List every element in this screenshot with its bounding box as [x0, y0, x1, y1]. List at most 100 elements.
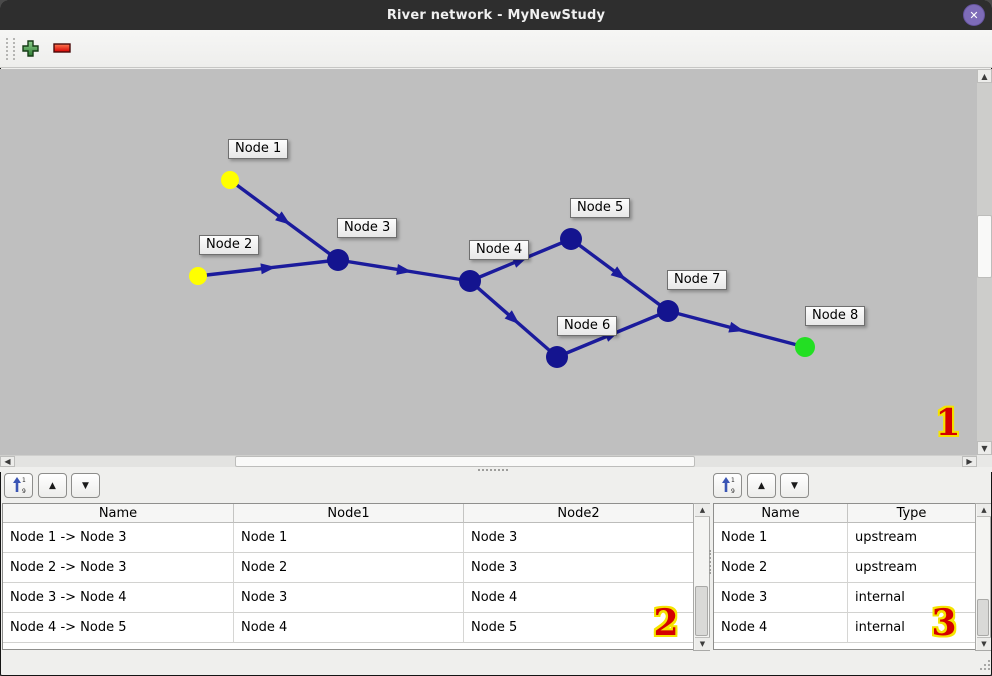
- edges-cell[interactable]: Node 2 -> Node 3: [3, 553, 234, 583]
- svg-text:1: 1: [731, 477, 735, 484]
- network-graph: [189, 171, 815, 368]
- svg-text:9: 9: [22, 488, 26, 494]
- edges-cell[interactable]: Node 1: [234, 523, 464, 553]
- vertical-splitter[interactable]: [709, 550, 711, 574]
- node-label-node8: Node 8: [805, 306, 866, 326]
- nodes-cell[interactable]: Node 2: [714, 553, 848, 583]
- node-label-node6: Node 6: [557, 316, 618, 336]
- node-node7[interactable]: [657, 300, 679, 322]
- edges-scroll-thumb[interactable]: [695, 586, 708, 636]
- add-node-button[interactable]: [17, 35, 43, 61]
- down-arrow-icon: ▼: [82, 480, 89, 491]
- nodes-cell[interactable]: internal: [848, 583, 975, 613]
- edges-move-up-button[interactable]: ▲: [38, 473, 67, 498]
- annotation-marker-2: 2: [653, 602, 679, 644]
- scroll-up-icon[interactable]: ▲: [695, 504, 710, 517]
- flow-arrow-icon: [396, 263, 412, 275]
- edges-header-node2[interactable]: Node2: [464, 504, 693, 523]
- edges-cell[interactable]: Node 2: [234, 553, 464, 583]
- svg-text:1: 1: [22, 477, 26, 484]
- edges-table-scrollbar[interactable]: ▲ ▼: [693, 503, 710, 651]
- edges-cell[interactable]: Node 4 -> Node 5: [3, 613, 234, 643]
- edges-move-down-button[interactable]: ▼: [71, 473, 100, 498]
- edges-cell[interactable]: Node 4: [464, 583, 693, 613]
- node-node3[interactable]: [327, 249, 349, 271]
- vertical-scroll-thumb[interactable]: [977, 215, 992, 278]
- node-node2[interactable]: [189, 267, 207, 285]
- scroll-left-icon[interactable]: ◀: [0, 456, 15, 467]
- edges-cell[interactable]: Node 4: [234, 613, 464, 643]
- edges-header-name[interactable]: Name: [3, 504, 234, 523]
- horizontal-splitter[interactable]: [0, 467, 992, 472]
- nodes-cell[interactable]: internal: [848, 613, 975, 643]
- close-icon[interactable]: ✕: [963, 4, 985, 26]
- flow-arrow-icon: [610, 266, 626, 280]
- node-node5[interactable]: [560, 228, 582, 250]
- scroll-right-icon[interactable]: ▶: [962, 456, 977, 467]
- node-node1[interactable]: [221, 171, 239, 189]
- edges-cell[interactable]: Node 3: [234, 583, 464, 613]
- edges-cell[interactable]: Node 3 -> Node 4: [3, 583, 234, 613]
- node-node6[interactable]: [546, 346, 568, 368]
- partial-row: [714, 643, 975, 649]
- scroll-down-icon[interactable]: ▼: [977, 637, 991, 650]
- edges-cell[interactable]: Node 5: [464, 613, 693, 643]
- annotation-marker-3: 3: [931, 602, 957, 644]
- nodes-cell[interactable]: Node 4: [714, 613, 848, 643]
- nodes-header-name[interactable]: Name: [714, 504, 848, 523]
- down-arrow-icon: ▼: [791, 480, 798, 491]
- minus-icon: [53, 43, 71, 53]
- nodes-sort-button[interactable]: 1 9: [713, 473, 742, 498]
- nodes-move-up-button[interactable]: ▲: [747, 473, 776, 498]
- nodes-cell[interactable]: upstream: [848, 523, 975, 553]
- title-bar[interactable]: River network - MyNewStudy ✕: [0, 0, 992, 30]
- canvas-vertical-scrollbar[interactable]: ▲ ▼: [977, 69, 992, 455]
- scroll-down-icon[interactable]: ▼: [695, 637, 710, 650]
- edges-sort-button[interactable]: 1 9: [4, 473, 33, 498]
- window-resize-grip[interactable]: [980, 668, 982, 670]
- flow-arrow-icon: [260, 263, 276, 275]
- nodes-cell[interactable]: Node 3: [714, 583, 848, 613]
- nodes-scroll-thumb[interactable]: [977, 599, 989, 636]
- edges-cell[interactable]: Node 1 -> Node 3: [3, 523, 234, 553]
- edges-cell[interactable]: Node 3: [464, 523, 693, 553]
- annotation-marker-1: 1: [935, 402, 961, 444]
- horizontal-scroll-thumb[interactable]: [235, 456, 695, 467]
- sort-ascending-icon: 1 9: [12, 477, 26, 494]
- nodes-move-down-button[interactable]: ▼: [780, 473, 809, 498]
- flow-arrow-icon: [504, 310, 520, 325]
- up-arrow-icon: ▲: [49, 480, 56, 491]
- remove-node-button[interactable]: [49, 35, 75, 61]
- nodes-cell[interactable]: upstream: [848, 553, 975, 583]
- scroll-down-icon[interactable]: ▼: [977, 441, 992, 455]
- node-label-node5: Node 5: [570, 198, 631, 218]
- node-node8[interactable]: [795, 337, 815, 357]
- scroll-up-icon[interactable]: ▲: [977, 69, 992, 83]
- plus-icon: [21, 39, 39, 57]
- node-label-node2: Node 2: [199, 235, 260, 255]
- canvas-horizontal-scrollbar[interactable]: ◀ ▶: [0, 455, 977, 467]
- partial-row: [3, 643, 693, 649]
- nodes-header-type[interactable]: Type: [848, 504, 975, 523]
- edges-cell[interactable]: Node 3: [464, 553, 693, 583]
- node-node4[interactable]: [459, 270, 481, 292]
- scroll-up-icon[interactable]: ▲: [977, 504, 991, 517]
- scrollbar-corner: [977, 455, 992, 467]
- nodes-table-scrollbar[interactable]: ▲ ▼: [975, 503, 991, 651]
- edges-header-node1[interactable]: Node1: [234, 504, 464, 523]
- toolbar-drag-handle[interactable]: [6, 38, 15, 60]
- main-toolbar: [0, 30, 992, 68]
- nodes-cell[interactable]: Node 1: [714, 523, 848, 553]
